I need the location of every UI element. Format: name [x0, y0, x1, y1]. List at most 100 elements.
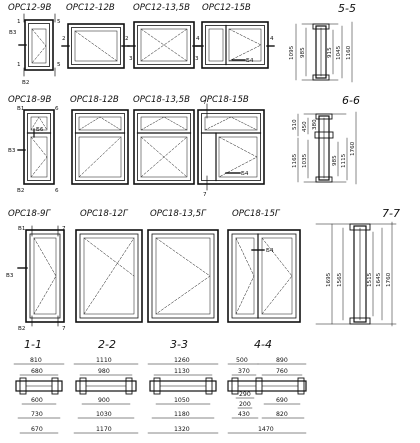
- mark-7-bottom-row2: 7: [203, 192, 207, 198]
- section-5-5: 5-5 1095 985 915 1045 1160: [289, 2, 356, 83]
- mark-v3-row2: В3: [8, 148, 16, 154]
- window-ors18-9v: [17, 109, 55, 185]
- window-title-ors18-9v: ОРС18-9В: [8, 95, 51, 105]
- dim-2-2-1030: 1030: [96, 411, 112, 418]
- mark-v3: В3: [9, 30, 17, 36]
- dim-3-3-1050: 1050: [174, 397, 190, 404]
- dim-4-4-200: 200: [239, 401, 251, 408]
- dim-6-6-450: 450: [302, 121, 308, 132]
- plan-title-3-3: 3-3: [170, 338, 188, 351]
- window-title-ors12-15v: ОРС12-15В: [202, 3, 251, 13]
- section-title-7-7: 7-7: [382, 207, 400, 220]
- dim-5-5-1160: 1160: [346, 45, 352, 60]
- window-ors18-15g: [227, 229, 301, 323]
- dim-2-2-1170: 1170: [96, 426, 112, 433]
- dim-4-4-370: 370: [238, 368, 250, 375]
- window-ors18-13-5v: [133, 109, 195, 185]
- window-title-ors18-15g: ОРС18-15Г: [232, 209, 281, 219]
- dim-6-6-1035: 1035: [302, 153, 308, 168]
- mark-v2-row2: В2: [17, 188, 24, 194]
- window-title-ors18-13-5g: ОРС18-13,5Г: [150, 209, 207, 219]
- mark-b6: Б6: [36, 127, 44, 133]
- window-title-ors12-12v: ОРС12-12В: [66, 3, 115, 13]
- window-ors18-9g: [17, 225, 65, 327]
- dim-3-3-1320: 1320: [174, 426, 190, 433]
- plan-section-1-1: 1-1 810 680 600 730 670: [13, 338, 65, 434]
- dim-1-1-810: 810: [30, 357, 42, 364]
- mark-b4-row1: Б4: [246, 58, 254, 64]
- section-7-7: 7-7 1695 1565 1515 1645 1760: [315, 207, 400, 327]
- dim-7-7-1645: 1645: [376, 272, 382, 287]
- window-ors18-12g: [75, 229, 143, 323]
- window-title-ors18-9g: ОРС18-9Г: [8, 209, 51, 219]
- dim-4-4-500: 500: [236, 357, 248, 364]
- dim-5-5-1095: 1095: [289, 45, 295, 60]
- dim-4-4-690: 690: [276, 397, 288, 404]
- section-title-5-5: 5-5: [338, 2, 356, 15]
- dim-7-7-1565: 1565: [337, 272, 343, 287]
- dim-4-4-290: 290: [239, 391, 251, 398]
- dim-5-5-915: 915: [327, 47, 333, 58]
- mark-v1-row2: В1: [17, 106, 25, 112]
- mark-v2: В2: [22, 80, 29, 86]
- dim-7-7-1515: 1515: [367, 272, 373, 287]
- dim-6-6-510: 510: [292, 119, 298, 130]
- window-ors18-15v: [197, 103, 265, 191]
- window-title-ors18-13-5v: ОРС18-13,5В: [133, 95, 190, 105]
- dim-5-5-1045: 1045: [336, 45, 342, 60]
- dim-4-4-1470: 1470: [258, 426, 274, 433]
- dim-6-6-380: 380: [312, 119, 318, 130]
- window-title-ors12-9v: ОРС12-9В: [8, 3, 51, 13]
- dim-2-2-1110: 1110: [96, 357, 112, 364]
- mark-7-top-row3: 7: [62, 226, 66, 232]
- window-ors12-13-5v: [127, 21, 201, 69]
- window-ors18-13-5g: [147, 229, 219, 323]
- dim-3-3-1130: 1130: [174, 368, 190, 375]
- section-6-6: 6-6 510 450 380 1165 1035 985 1115 1760: [292, 94, 360, 185]
- row-2-windows: ОРС18-9В ОРС18-12В ОРС18-13,5В ОРС18-15В…: [8, 95, 265, 198]
- dim-7-7-1760: 1760: [386, 272, 392, 287]
- mark-1-bottom: 1: [17, 62, 21, 68]
- dim-6-6-1760: 1760: [350, 141, 356, 156]
- dim-4-4-890: 890: [276, 357, 288, 364]
- plan-title-1-1: 1-1: [24, 338, 42, 351]
- dim-5-5-985: 985: [300, 47, 306, 58]
- section-title-6-6: 6-6: [342, 94, 360, 107]
- dim-4-4-760: 760: [276, 368, 288, 375]
- window-ors12-15v: [195, 21, 275, 69]
- mark-5-top: 5: [57, 19, 61, 25]
- mark-b4-row3: Б4: [266, 248, 274, 254]
- window-title-ors18-12v: ОРС18-12В: [70, 95, 119, 105]
- dim-1-1-600: 600: [31, 397, 43, 404]
- dim-2-2-980: 980: [98, 368, 110, 375]
- plan-section-3-3: 3-3 1260 1130 1050 1180 1320: [147, 338, 219, 434]
- mark-v2-row3: В2: [18, 326, 25, 332]
- plan-title-2-2: 2-2: [98, 338, 116, 351]
- dim-2-2-900: 900: [98, 397, 110, 404]
- window-title-ors18-15v: ОРС18-15В: [200, 95, 249, 105]
- dim-1-1-680: 680: [31, 368, 43, 375]
- mark-v3-row3: В3: [6, 273, 14, 279]
- plan-title-4-4: 4-4: [254, 338, 272, 351]
- mark-v1-row3: В1: [18, 226, 26, 232]
- mark-7-bottom-row3: 7: [62, 326, 66, 332]
- window-ors12-12v: [61, 23, 130, 69]
- mark-1-top: 1: [17, 19, 21, 25]
- row-3-windows: ОРС18-9Г ОРС18-12Г ОРС18-13,5Г ОРС18-15Г…: [6, 209, 301, 332]
- row-1-windows: ОРС12-9В ОРС12-12В ОРС12-13,5В ОРС12-15В…: [8, 3, 275, 86]
- dim-1-1-730: 730: [31, 411, 43, 418]
- mark-4-left: 4: [196, 36, 200, 42]
- window-ors12-9v: [18, 13, 56, 77]
- dim-4-4-820: 820: [276, 411, 288, 418]
- window-title-ors18-12g: ОРС18-12Г: [80, 209, 129, 219]
- plan-section-2-2: 2-2 1110 980 900 1030 1170: [73, 338, 139, 434]
- mark-6-top: 6: [55, 106, 59, 112]
- mark-6-bottom: 6: [55, 188, 59, 194]
- mark-7-top-row2: 7: [203, 100, 207, 106]
- dim-6-6-1115: 1115: [341, 153, 347, 168]
- plan-section-4-4: 4-4 500 370 890 760 290 200 430 690 820 …: [227, 338, 307, 434]
- dim-6-6-1165: 1165: [292, 153, 298, 168]
- dim-6-6-985: 985: [332, 155, 338, 166]
- dim-7-7-1695: 1695: [326, 272, 332, 287]
